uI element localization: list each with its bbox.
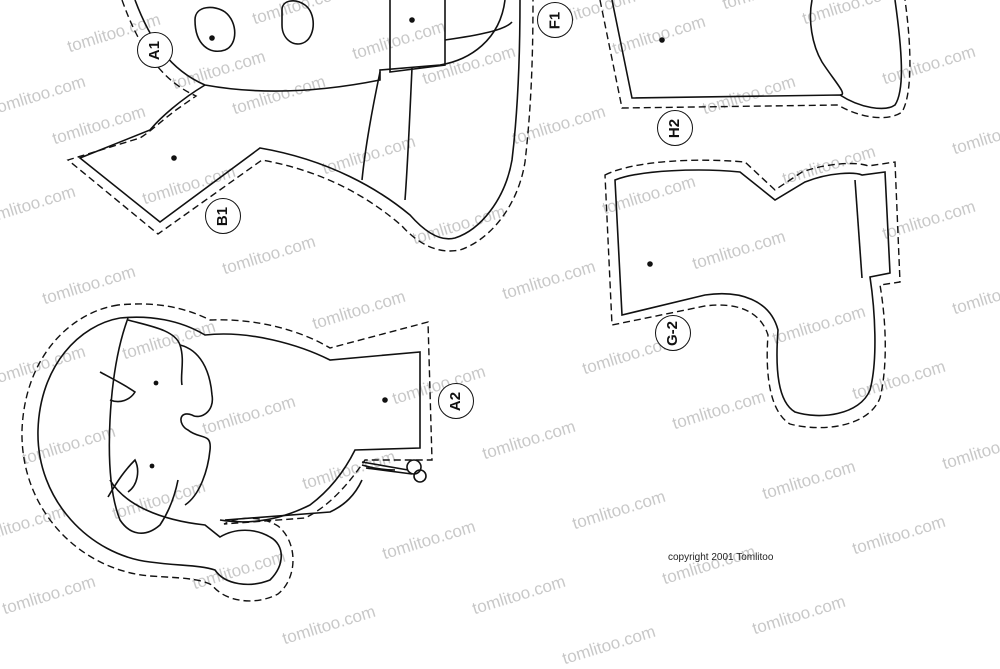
watermark-text: tomlitoo.com (560, 621, 658, 669)
h2-piece (599, 0, 911, 119)
snowman-piece (66, 0, 534, 252)
copyright-text: copyright 2001 Tomlitoo (668, 552, 774, 563)
santa-head-piece (21, 303, 433, 602)
g2-boot-piece (604, 159, 901, 429)
piece-label-h2: H2 (657, 110, 693, 146)
piece-label-b1: B1 (205, 198, 241, 234)
scissors-icon (361, 459, 427, 483)
piece-label-a2: A2 (438, 383, 474, 419)
piece-label-a1: A1 (137, 32, 173, 68)
pattern-drawing (21, 0, 911, 602)
piece-label-g2: G-2 (655, 315, 691, 351)
piece-label-f1: F1 (537, 2, 573, 38)
